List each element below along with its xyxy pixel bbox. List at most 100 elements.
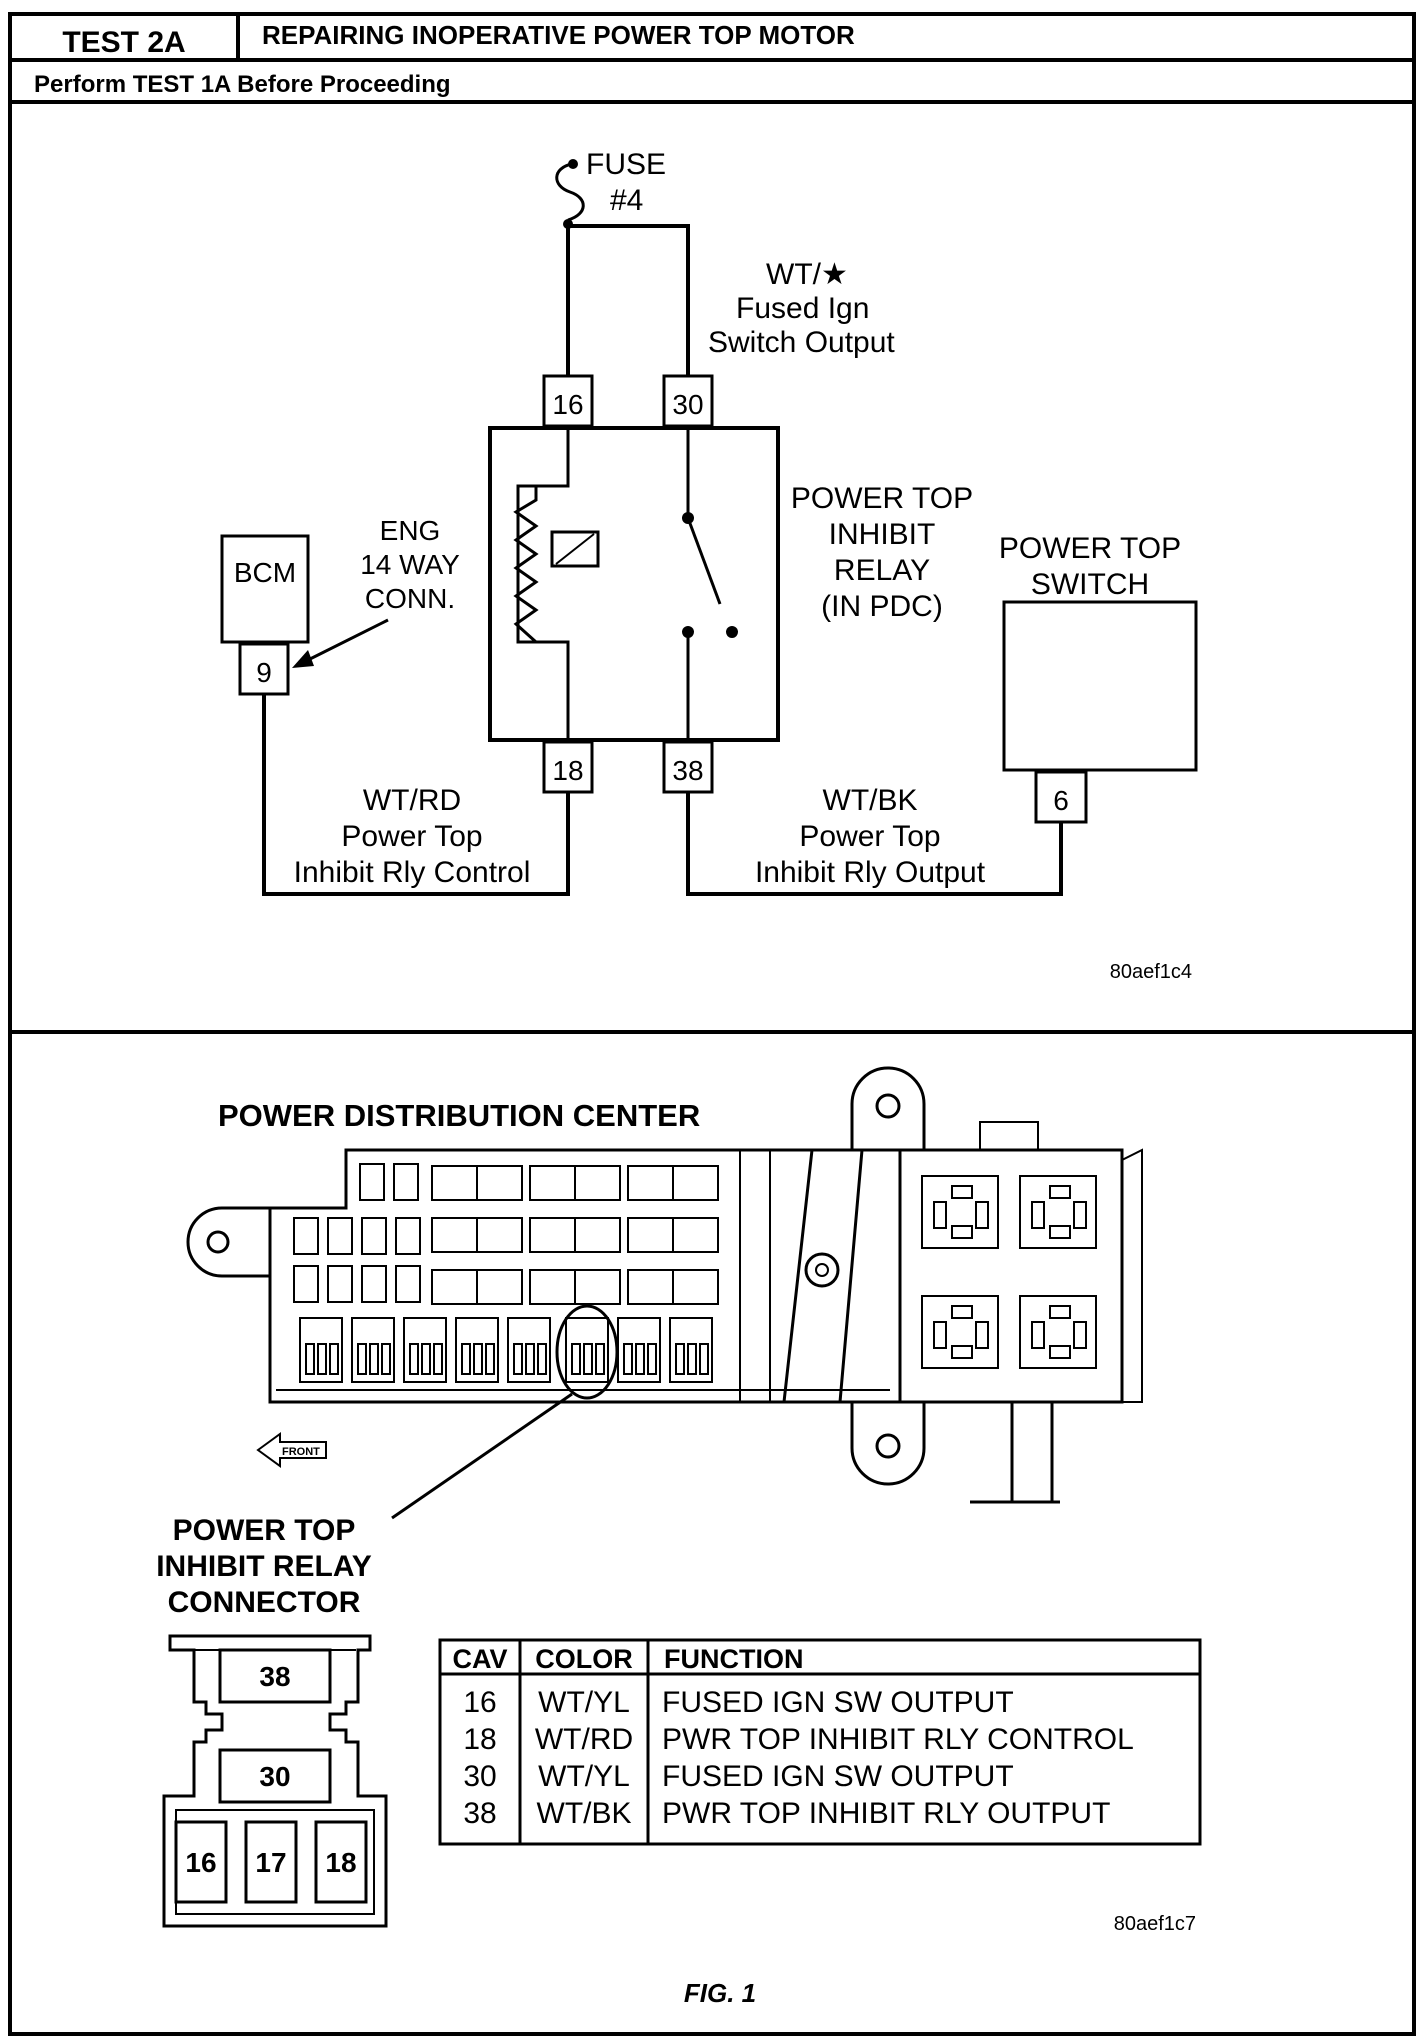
pin-table-header-cav: CAV — [452, 1644, 507, 1674]
conn-label-3: CONN. — [365, 583, 455, 614]
cavity-38-label: 38 — [259, 1661, 290, 1692]
relay-pin-18-label: 18 — [552, 755, 583, 786]
bcm-box — [220, 534, 310, 644]
output-wire-desc-1: Power Top — [799, 820, 940, 853]
iso-relay-block — [921, 1175, 1097, 1369]
bcm-pin-9-label: 9 — [256, 657, 272, 688]
wiring-schematic: FUSE #4 WT/★ Fused Ign Switch Output 16 … — [220, 148, 1198, 983]
feed-wire-color: WT/★ — [766, 258, 848, 291]
feed-wire-desc-2: Switch Output — [708, 326, 895, 359]
test-id: TEST 2A — [62, 26, 185, 59]
cavity-17 — [244, 1820, 298, 1904]
conn-arrow-icon — [292, 650, 314, 668]
feed-wire — [566, 224, 690, 376]
coil-symbol — [550, 530, 600, 568]
cavity-16-label: 16 — [185, 1847, 216, 1878]
pin-table: CAV COLOR FUNCTION 16 WT/YL FUSED IGN SW… — [438, 1638, 1202, 1846]
conn-label-1: ENG — [380, 515, 441, 546]
switch-label-2: SWITCH — [1031, 568, 1149, 601]
pdc-right-housing — [898, 1148, 1124, 1404]
coil-circuit — [516, 428, 570, 740]
pin-table-cav: 30 — [463, 1760, 496, 1793]
pdc-hinge — [782, 1148, 864, 1404]
pdc-title: POWER DISTRIBUTION CENTER — [218, 1098, 700, 1133]
relay-connector-face: 38 30 16 17 18 — [162, 1634, 388, 1928]
relay-pin-38-label: 38 — [672, 755, 703, 786]
control-wire-color: WT/RD — [363, 784, 461, 817]
pdc-illustration: POWER DISTRIBUTION CENTER — [156, 1066, 1143, 1619]
pin-table-header-function: FUNCTION — [664, 1644, 803, 1674]
pin-table-header-color: COLOR — [535, 1644, 633, 1674]
coil-resistor — [513, 486, 539, 644]
pdc-right-flange — [1121, 1148, 1143, 1403]
pdc-bottom-tab — [850, 1402, 926, 1486]
figure-caption: FIG. 1 — [684, 1978, 756, 2008]
pin-table-color: WT/YL — [538, 1760, 630, 1793]
relay-label-3: RELAY — [834, 554, 930, 587]
relay-body — [488, 426, 780, 742]
front-arrow-icon — [256, 1432, 327, 1468]
switch-box — [1002, 600, 1198, 772]
pin-table-function: FUSED IGN SW OUTPUT — [662, 1760, 1014, 1793]
connector-outline — [162, 1634, 388, 1928]
relay-pin-16-label: 16 — [552, 389, 583, 420]
figure-id-2: 80aef1c7 — [1114, 1913, 1196, 1935]
pin-table-function: PWR TOP INHIBIT RLY OUTPUT — [662, 1797, 1110, 1830]
pin-table-cav: 38 — [463, 1797, 496, 1830]
pin-table-cav: 16 — [463, 1686, 496, 1719]
cavity-17-label: 17 — [255, 1847, 286, 1878]
pdc-top-tab-hole — [875, 1093, 901, 1119]
fuse-label: FUSE — [586, 148, 666, 181]
bcm-label: BCM — [234, 557, 296, 588]
pin-table-color: WT/BK — [537, 1797, 632, 1830]
bcm-pin-9 — [238, 642, 290, 696]
cavity-16 — [174, 1820, 228, 1904]
switch-contact-no — [726, 626, 738, 638]
cavity-18 — [314, 1820, 368, 1904]
pin-table-function: FUSED IGN SW OUTPUT — [662, 1686, 1014, 1719]
front-label: FRONT — [282, 1446, 320, 1458]
control-wire — [262, 694, 570, 896]
pdc-cable — [970, 1402, 1060, 1504]
maxi-fuse-grid — [431, 1165, 719, 1305]
cavity-30-label: 30 — [259, 1761, 290, 1792]
page-frame — [8, 12, 1416, 2036]
callout-line-2: INHIBIT RELAY — [156, 1550, 372, 1583]
output-wire-color: WT/BK — [823, 784, 918, 817]
relay-label-2: INHIBIT — [829, 518, 936, 551]
output-wire — [686, 792, 1063, 896]
relay-label-1: POWER TOP — [791, 482, 973, 515]
schematic-figure-id: 80aef1c4 — [1110, 961, 1192, 983]
pin-table-color: WT/YL — [538, 1686, 630, 1719]
pin-table-function: PWR TOP INHIBIT RLY CONTROL — [662, 1723, 1134, 1756]
fuse-symbol — [555, 162, 585, 222]
relay-pin-16 — [542, 374, 594, 428]
pin-table-border — [438, 1638, 1202, 1846]
pin-table-color: WT/RD — [535, 1723, 633, 1756]
pdc-hinge-bolt — [804, 1252, 840, 1288]
mini-fuse-cluster — [293, 1163, 421, 1303]
cavity-18-label: 18 — [325, 1847, 356, 1878]
output-wire-desc-2: Inhibit Rly Output — [755, 856, 986, 889]
relay-pin-38 — [662, 740, 714, 794]
pin-table-cav: 18 — [463, 1723, 496, 1756]
control-wire-desc-1: Power Top — [341, 820, 482, 853]
fuse-number: #4 — [610, 184, 643, 217]
prereq-note: Perform TEST 1A Before Proceeding — [34, 71, 451, 98]
coil-symbol-slash — [555, 533, 595, 565]
fuse-top-dot — [568, 159, 578, 169]
callout-line-1: POWER TOP — [173, 1514, 356, 1547]
switch-blade — [686, 517, 722, 605]
pdc-bottom-tab-hole — [875, 1433, 901, 1459]
relay-pin-30-label: 30 — [672, 389, 703, 420]
feed-wire-desc-1: Fused Ign — [736, 292, 869, 325]
pdc-left-ear-hole — [206, 1230, 230, 1254]
pdc-top-tab — [850, 1066, 926, 1150]
pdc-top-clip — [979, 1121, 1039, 1151]
relay-pin-30 — [662, 374, 714, 428]
cavity-38 — [218, 1648, 332, 1704]
cavity-30 — [218, 1748, 332, 1804]
switch-label-1: POWER TOP — [999, 532, 1181, 565]
pdc-hinge-bolt-inner — [815, 1263, 829, 1277]
